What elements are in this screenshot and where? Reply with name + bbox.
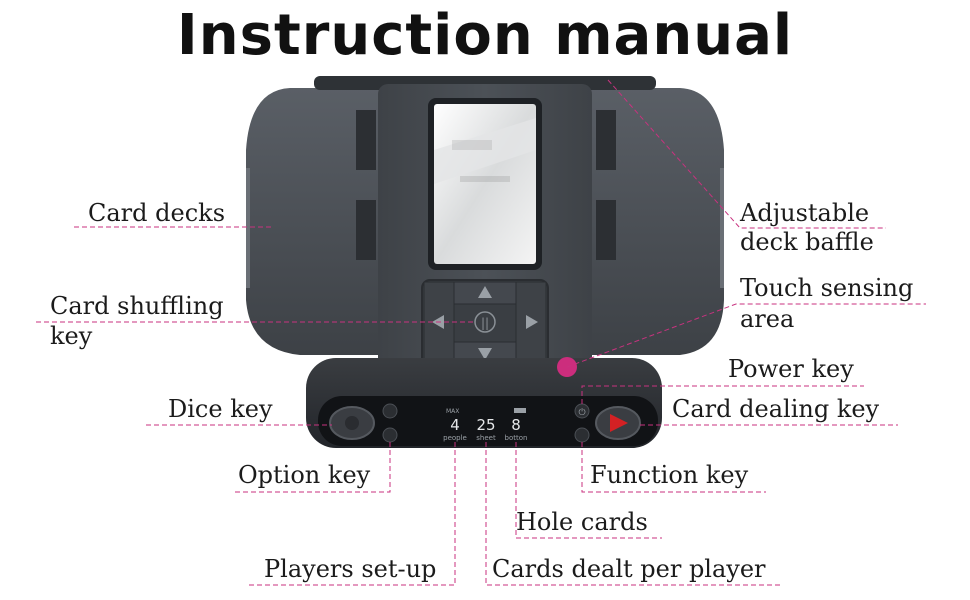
label-card-decks: Card decks (88, 199, 226, 227)
display-botton-label: botton (505, 434, 528, 442)
left-deck-slot-top (356, 110, 376, 170)
left-edge-strip (246, 168, 250, 288)
arrow-down-icon (478, 348, 492, 360)
function-key[interactable] (574, 427, 590, 443)
label-players-setup: Players set-up (264, 555, 437, 583)
label-adjustable-line2: deck baffle (740, 228, 874, 256)
leader-hole-cards (515, 442, 662, 539)
card-shuffling-key[interactable] (474, 311, 496, 333)
leader-option (234, 442, 391, 493)
leader-power (581, 385, 864, 404)
label-shuffle-line2: key (50, 322, 93, 350)
label-shuffle-line1: Card shuffling (50, 292, 224, 320)
display-max: MAX (446, 408, 459, 415)
leader-players (246, 442, 456, 586)
leader-function (581, 442, 766, 493)
label-touch-line2: area (740, 305, 795, 333)
label-touch-line1: Touch sensing (740, 274, 914, 302)
display-people-value: 4 (450, 416, 460, 434)
label-power-key: Power key (728, 355, 854, 383)
display-sheet-label: sheet (476, 434, 496, 442)
label-cards-dealt: Cards dealt per player (492, 555, 766, 583)
power-icon: ⏻ (578, 407, 585, 418)
label-function-key: Function key (590, 461, 749, 489)
label-hole-cards: Hole cards (516, 508, 648, 536)
right-deck-slot-bottom (596, 200, 616, 260)
display-people-label: people (443, 434, 467, 442)
page-title: Instruction manual (176, 3, 794, 68)
leader-lines (36, 79, 926, 586)
leader-adjustable (607, 79, 886, 229)
label-card-dealing-key: Card dealing key (672, 395, 880, 423)
right-deck-slot-top (596, 110, 616, 170)
control-panel (318, 396, 658, 446)
option-key-top (382, 403, 398, 419)
label-option-key: Option key (238, 461, 371, 489)
display-sheet-value: 25 (476, 416, 495, 434)
label-dice-key: Dice key (168, 395, 273, 423)
right-edge-strip (720, 168, 724, 288)
battery-icon (514, 408, 526, 413)
leader-cards-dealt (485, 442, 782, 586)
label-adjustable-line1: Adjustable (740, 199, 870, 227)
display-botton-value: 8 (511, 416, 521, 434)
arrow-right-icon (526, 315, 538, 329)
left-deck-slot-bottom (356, 200, 376, 260)
pause-icon: || (481, 316, 489, 330)
arrow-up-icon (478, 286, 492, 298)
leader-touch (566, 303, 926, 368)
option-key-bottom (382, 427, 398, 443)
play-icon (610, 414, 628, 432)
